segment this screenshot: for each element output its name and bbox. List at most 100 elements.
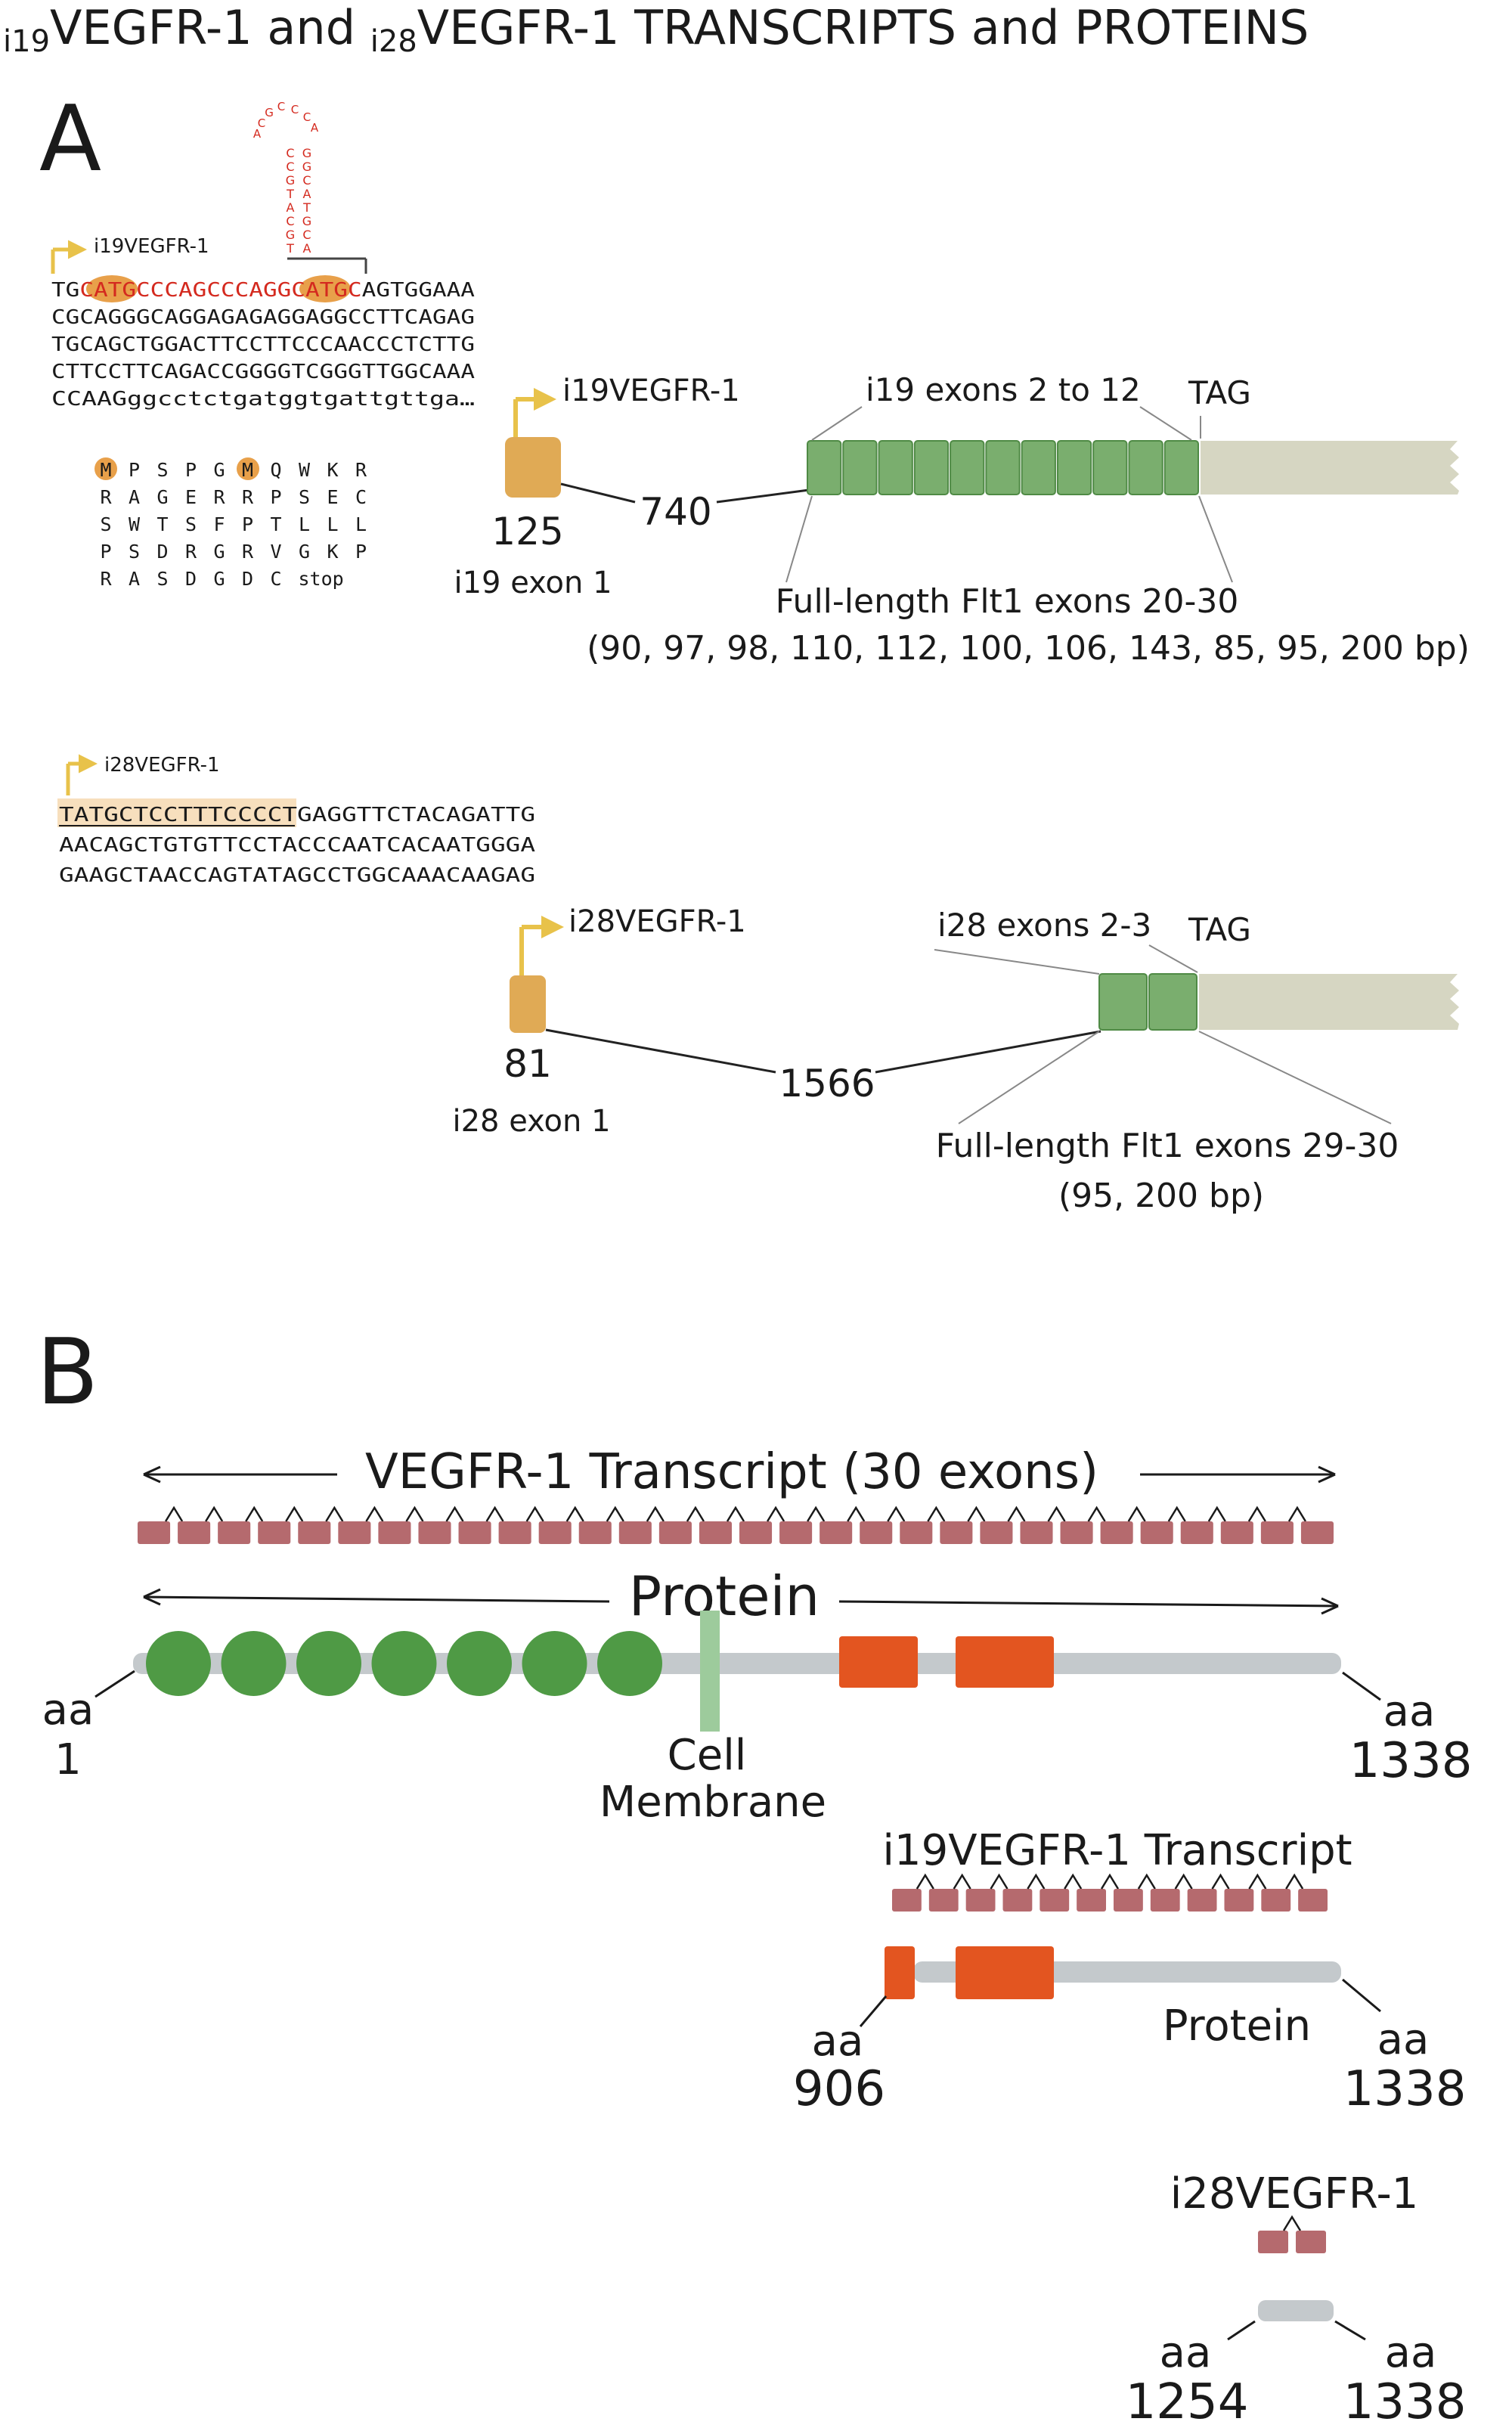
seq-red-tail: C (348, 279, 362, 302)
hairpin-stem-right-base: A (303, 187, 311, 201)
kinase-domain-2 (956, 1636, 1054, 1688)
amino-acid: G (213, 459, 225, 481)
amino-acid: E (327, 486, 338, 508)
panel-a-label: A (39, 87, 101, 192)
transcript-exon (1020, 1521, 1053, 1544)
transcript-exon (1300, 1521, 1334, 1544)
amino-acid: K (327, 459, 338, 481)
amino-acid: A (129, 568, 140, 590)
amino-acid: R (242, 486, 254, 508)
aa906-value: 906 (793, 2061, 885, 2117)
transcript-exon (900, 1521, 933, 1544)
i28-transcript-exons (1258, 2215, 1326, 2253)
membrane-label-2: Membrane (600, 1778, 826, 1827)
i28-flt1-sizes: (95, 200 bp) (1058, 1177, 1264, 1215)
i19-kinase-partial (885, 1946, 915, 1999)
amino-acid: R (355, 459, 367, 481)
i19-flt1-label: Full-length Flt1 exons 20-30 (776, 582, 1239, 621)
i19-transcript-exon (1298, 1889, 1328, 1912)
splice-junction-icon (1007, 1505, 1026, 1522)
splice-junction-icon (1087, 1505, 1106, 1522)
hairpin-loop-base: C (291, 103, 299, 116)
amino-acid: stop (299, 568, 344, 590)
amino-acid: G (213, 541, 225, 563)
aa906-callout (859, 1995, 888, 2027)
splice-junction-icon (1174, 1873, 1193, 1890)
amino-acid: D (156, 541, 168, 563)
ig-domain (447, 1631, 512, 1696)
i28-gene-label: i28VEGFR-1 (569, 904, 746, 939)
ig-domain (597, 1631, 662, 1696)
i19-transcript-exon (892, 1889, 922, 1912)
i19-transcript-exon (965, 1889, 996, 1912)
amino-acid: E (185, 486, 197, 508)
title-sub2: i28 (370, 24, 417, 59)
i19-3utr (1201, 441, 1459, 495)
aa1-value: 1 (54, 1735, 82, 1784)
splice-junction-icon (1167, 1505, 1186, 1522)
amino-acid: S (156, 568, 168, 590)
splice-junction-icon (1100, 1873, 1120, 1890)
kinase-domain-1 (839, 1636, 918, 1688)
transcript-exon (458, 1521, 491, 1544)
aa1-callout (94, 1670, 135, 1698)
hairpin-stem-left-base: T (286, 241, 294, 256)
i19-transcript-exon (1150, 1889, 1180, 1912)
amino-acid: L (355, 513, 367, 535)
ig-domain (371, 1631, 437, 1696)
i19-transcript-exon (1224, 1889, 1254, 1912)
i19-stop-label: TAG (1188, 374, 1251, 411)
amino-acid: S (299, 486, 310, 508)
transcript-exon (338, 1521, 371, 1544)
amino-acid: D (242, 568, 253, 590)
seq-atg-2: CATG (291, 279, 348, 302)
transcript-label: VEGFR-1 Transcript (30 exons) (365, 1444, 1098, 1500)
transcript-exon (1060, 1521, 1093, 1544)
splice-junction-icon (365, 1505, 384, 1522)
cell-membrane (700, 1611, 720, 1732)
splice-junction-icon (205, 1505, 224, 1522)
i19-coding-exon (1056, 440, 1092, 495)
hairpin-stem-left-base: C (286, 146, 294, 160)
splice-junction-icon (165, 1505, 184, 1522)
i19-kinase-domain (956, 1946, 1054, 1999)
i19-seq-lines: CGCAGGGCAGGAGAGAGGAGGCCTTCAGAGTGCAGCTGGA… (51, 306, 475, 411)
panel-b-label: B (36, 1320, 98, 1425)
splice-junction-icon (325, 1505, 344, 1522)
splice-junction-icon (1248, 1873, 1267, 1890)
amino-acid: T (270, 513, 281, 535)
aa1254-prefix: aa (1160, 2328, 1212, 2377)
transcript-exon (699, 1521, 732, 1544)
protein-arrowhead-right-icon (1321, 1597, 1339, 1615)
transcript-arrowhead-left-icon (143, 1465, 161, 1484)
hairpin-loop-base: A (253, 127, 262, 141)
i19-coding-exon (1163, 440, 1200, 495)
protein-arrow-left (143, 1595, 610, 1603)
amino-acid: P (242, 513, 253, 535)
amino-acid: A (129, 486, 140, 508)
i28-promoter-label: i28VEGFR-1 (104, 754, 220, 777)
amino-acid: C (270, 568, 281, 590)
orf-start-highlight-1 (86, 275, 138, 302)
amino-acid: P (355, 541, 367, 563)
i28-seq-line: AACAGCTGTGTTCCTACCCAATCACAATGGGA (59, 834, 535, 857)
transcript-exon (378, 1521, 411, 1544)
amino-acid: Q (270, 459, 281, 481)
hairpin-loop-base: C (303, 110, 311, 124)
transcript-exon (739, 1521, 773, 1544)
i19-exon1-name: i19 exon 1 (454, 566, 612, 600)
hairpin-stem-right-base: C (302, 173, 311, 188)
i19-intron-line-right (716, 488, 810, 504)
splice-junction-icon (1247, 1505, 1266, 1522)
splice-junction-icon (445, 1505, 464, 1522)
i19-transcript-exon (1077, 1889, 1106, 1912)
i28-intron-line-right (875, 1030, 1101, 1074)
hairpin-loop-base: A (311, 121, 319, 135)
amino-acid: L (299, 513, 310, 535)
amino-acid: R (242, 541, 254, 563)
amino-acid: W (129, 513, 141, 535)
splice-junction-icon (726, 1505, 745, 1522)
ig-domains (146, 1631, 662, 1696)
amino-acid: P (100, 541, 111, 563)
